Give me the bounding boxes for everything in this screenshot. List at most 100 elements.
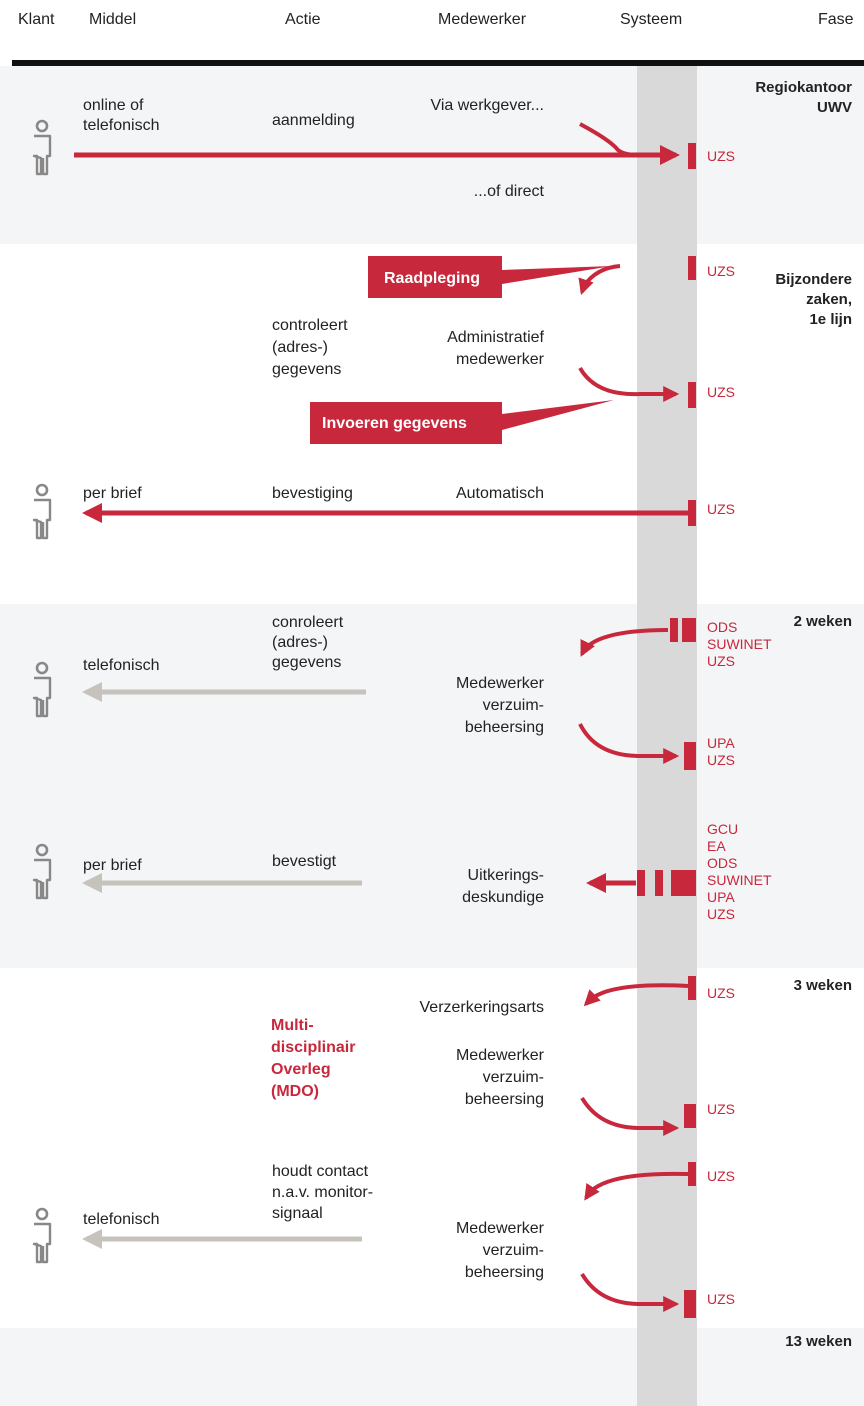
s2-systeem2: UZS bbox=[707, 384, 735, 400]
text-line: 13 weken bbox=[785, 1333, 852, 1350]
text-line: Via werkgever... bbox=[430, 97, 544, 114]
system-marker bbox=[684, 742, 696, 770]
text-line: (MDO) bbox=[271, 1083, 319, 1100]
system-marker bbox=[670, 618, 678, 642]
text-line: UZS bbox=[707, 1168, 735, 1184]
text-line: UZS bbox=[707, 985, 735, 1001]
text-line: houdt contact bbox=[272, 1163, 369, 1180]
text-line: UZS bbox=[707, 501, 735, 517]
text-line: medewerker bbox=[456, 351, 545, 368]
s1-medewerker-top: Via werkgever... bbox=[430, 97, 544, 114]
text-line: UZS bbox=[707, 384, 735, 400]
header-systeem: Systeem bbox=[620, 11, 682, 28]
header-rule bbox=[12, 60, 864, 66]
s4-medewerker: Medewerker verzuim-beheersing bbox=[456, 675, 545, 736]
arrow-curve bbox=[580, 1272, 680, 1312]
s3-actie: bevestiging bbox=[272, 485, 353, 502]
text-line: bevestigt bbox=[272, 853, 337, 870]
s7-actie: houdt contact n.a.v. monitor-signaal bbox=[272, 1163, 373, 1222]
text-line: UZS bbox=[707, 1291, 735, 1307]
text-line: 2 weken bbox=[794, 613, 852, 630]
phase-3-weken: 3 weken bbox=[794, 977, 852, 994]
arrow-curve bbox=[580, 1096, 680, 1136]
s7-middel: telefonisch bbox=[83, 1211, 160, 1228]
s6-systeem1: UZS bbox=[707, 985, 735, 1001]
text-line: ...of direct bbox=[474, 183, 545, 200]
header-klant: Klant bbox=[18, 11, 55, 28]
system-marker bbox=[637, 870, 645, 896]
text-line: Bijzondere bbox=[775, 271, 852, 288]
text-line: UZS bbox=[707, 906, 735, 922]
text-line: UZS bbox=[707, 1101, 735, 1117]
s5-medewerker: Uitkerings-deskundige bbox=[462, 867, 544, 906]
text-line: UPA bbox=[707, 889, 735, 905]
s2-callout2: Invoeren gegevens bbox=[322, 415, 467, 432]
person-icon bbox=[32, 1207, 52, 1264]
text-line: Regiokantoor bbox=[755, 79, 852, 96]
s3-medewerker: Automatisch bbox=[456, 485, 544, 502]
text-line: SUWINET bbox=[707, 636, 772, 652]
text-line: UZS bbox=[707, 263, 735, 279]
system-marker bbox=[688, 1162, 696, 1186]
text-line: Medewerker bbox=[456, 675, 545, 692]
header-fase: Fase bbox=[818, 11, 854, 28]
text-line: 1e lijn bbox=[809, 311, 852, 328]
text-line: GCU bbox=[707, 821, 738, 837]
text-line: gegevens bbox=[272, 361, 341, 378]
text-line: Medewerker bbox=[456, 1047, 545, 1064]
text-line: bevestiging bbox=[272, 485, 353, 502]
arrow-curve bbox=[584, 1171, 689, 1201]
text-line: UZS bbox=[707, 148, 735, 164]
text-line: UZS bbox=[707, 653, 735, 669]
header-medewerker: Medewerker bbox=[438, 11, 527, 28]
s2-systeem1: UZS bbox=[707, 263, 735, 279]
system-marker bbox=[671, 870, 696, 896]
s6-systeem2: UZS bbox=[707, 1101, 735, 1117]
callout-invoeren bbox=[310, 400, 614, 444]
text-line: per brief bbox=[83, 857, 142, 874]
text-line: Automatisch bbox=[456, 485, 544, 502]
text-line: UWV bbox=[817, 99, 852, 116]
system-marker bbox=[688, 382, 696, 408]
arrow-curve bbox=[578, 366, 680, 402]
phase-13-weken: 13 weken bbox=[785, 1333, 852, 1350]
text-line: SUWINET bbox=[707, 872, 772, 888]
text-line: 3 weken bbox=[794, 977, 852, 994]
text-line: per brief bbox=[83, 485, 142, 502]
s3-systeem: UZS bbox=[707, 501, 735, 517]
text-line: beheersing bbox=[465, 719, 544, 736]
text-line: UPA bbox=[707, 735, 735, 751]
text-line: verzuim- bbox=[483, 697, 544, 714]
arrow-curve bbox=[580, 628, 669, 657]
arrow-curve bbox=[579, 122, 641, 157]
person-icon bbox=[32, 483, 52, 540]
text-line: ODS bbox=[707, 619, 737, 635]
arrow-curve bbox=[578, 723, 680, 764]
text-line: Multi- bbox=[271, 1017, 314, 1034]
text-line: n.a.v. monitor- bbox=[272, 1184, 373, 1201]
s5-middel: per brief bbox=[83, 857, 142, 874]
system-column bbox=[637, 66, 697, 1406]
callout-raadpleging bbox=[368, 256, 612, 298]
text-line: signaal bbox=[272, 1205, 323, 1222]
text-line: EA bbox=[707, 838, 726, 854]
system-marker bbox=[688, 976, 696, 1000]
phase-band bbox=[0, 604, 864, 968]
text-line: Medewerker bbox=[456, 1220, 545, 1237]
s1-medewerker-bottom: ...of direct bbox=[474, 183, 545, 200]
text-line: beheersing bbox=[465, 1091, 544, 1108]
text-line: telefonisch bbox=[83, 1211, 160, 1228]
system-marker bbox=[688, 256, 696, 280]
text-line: (adres-) bbox=[272, 634, 328, 651]
system-marker bbox=[684, 1290, 696, 1318]
text-line: deskundige bbox=[462, 889, 544, 906]
phase-band bbox=[0, 1328, 864, 1406]
arrow-curve bbox=[578, 264, 621, 296]
text-line: ODS bbox=[707, 855, 737, 871]
